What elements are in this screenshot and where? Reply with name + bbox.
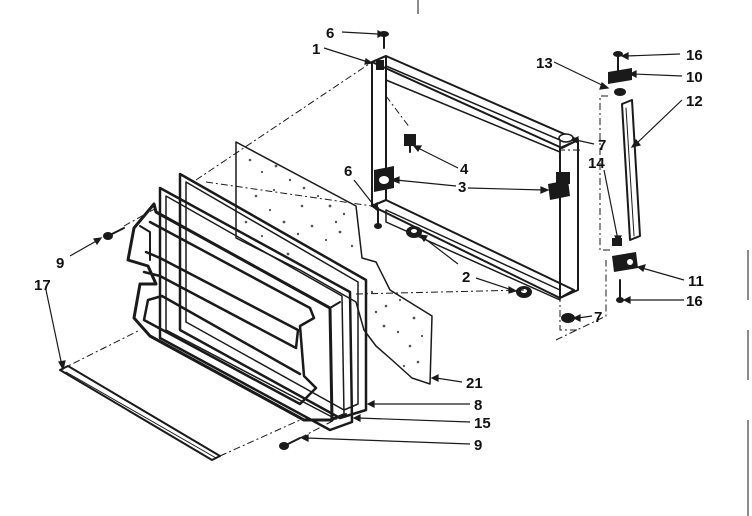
trim-strip [59, 365, 221, 461]
callout-bumper: 2 [462, 269, 470, 286]
callout-labels: 6 1 13 16 10 12 7 14 4 3 6 2 7 11 16 9 1… [34, 25, 704, 454]
callout-door-frame: 1 [312, 41, 320, 58]
callout-insulation: 21 [466, 375, 483, 392]
bracket-left-icon [374, 166, 394, 192]
callout-bushing: 13 [536, 55, 553, 72]
callout-gasket: 8 [474, 397, 482, 414]
door-inner-panel [126, 202, 347, 422]
callout-spacer: 14 [588, 155, 605, 172]
screw-left-icon [103, 227, 125, 240]
screw-bottom-icon [279, 437, 301, 450]
callout-screw-hinge-top: 16 [686, 47, 703, 64]
callout-screw-hinge-bottom: 16 [686, 293, 703, 310]
assembly-lines [59, 61, 525, 457]
callout-washer-top: 7 [598, 137, 606, 154]
callout-hinge-top: 10 [686, 69, 703, 86]
callout-screw-top: 6 [326, 25, 334, 42]
stop-icon [404, 134, 416, 153]
callout-stop: 4 [460, 161, 469, 178]
callout-washer-bottom: 7 [594, 309, 602, 326]
scan-edge-marks [417, 0, 749, 516]
bracket-right-icon [548, 180, 570, 200]
callout-bracket: 3 [458, 179, 466, 196]
washer-bottom-icon [561, 313, 575, 323]
callout-trim-strip: 17 [34, 277, 51, 294]
callout-hinge-pin: 12 [686, 93, 703, 110]
callout-screw-mid: 6 [344, 163, 352, 180]
hinge-assembly [608, 51, 641, 303]
door-gasket [178, 172, 368, 420]
bumper-upper-icon [406, 226, 422, 238]
washer-top-icon [558, 133, 574, 143]
frame-corner-block [376, 60, 384, 70]
bumper-lower-icon [516, 286, 532, 298]
callout-hinge-bottom: 11 [688, 273, 704, 290]
callout-liner: 15 [474, 415, 491, 432]
callout-screw-bottom: 9 [474, 437, 482, 454]
insulation-panel [235, 141, 433, 385]
leader-lines [45, 30, 685, 445]
callout-screw-left: 9 [56, 255, 64, 272]
door-frame [371, 55, 579, 301]
